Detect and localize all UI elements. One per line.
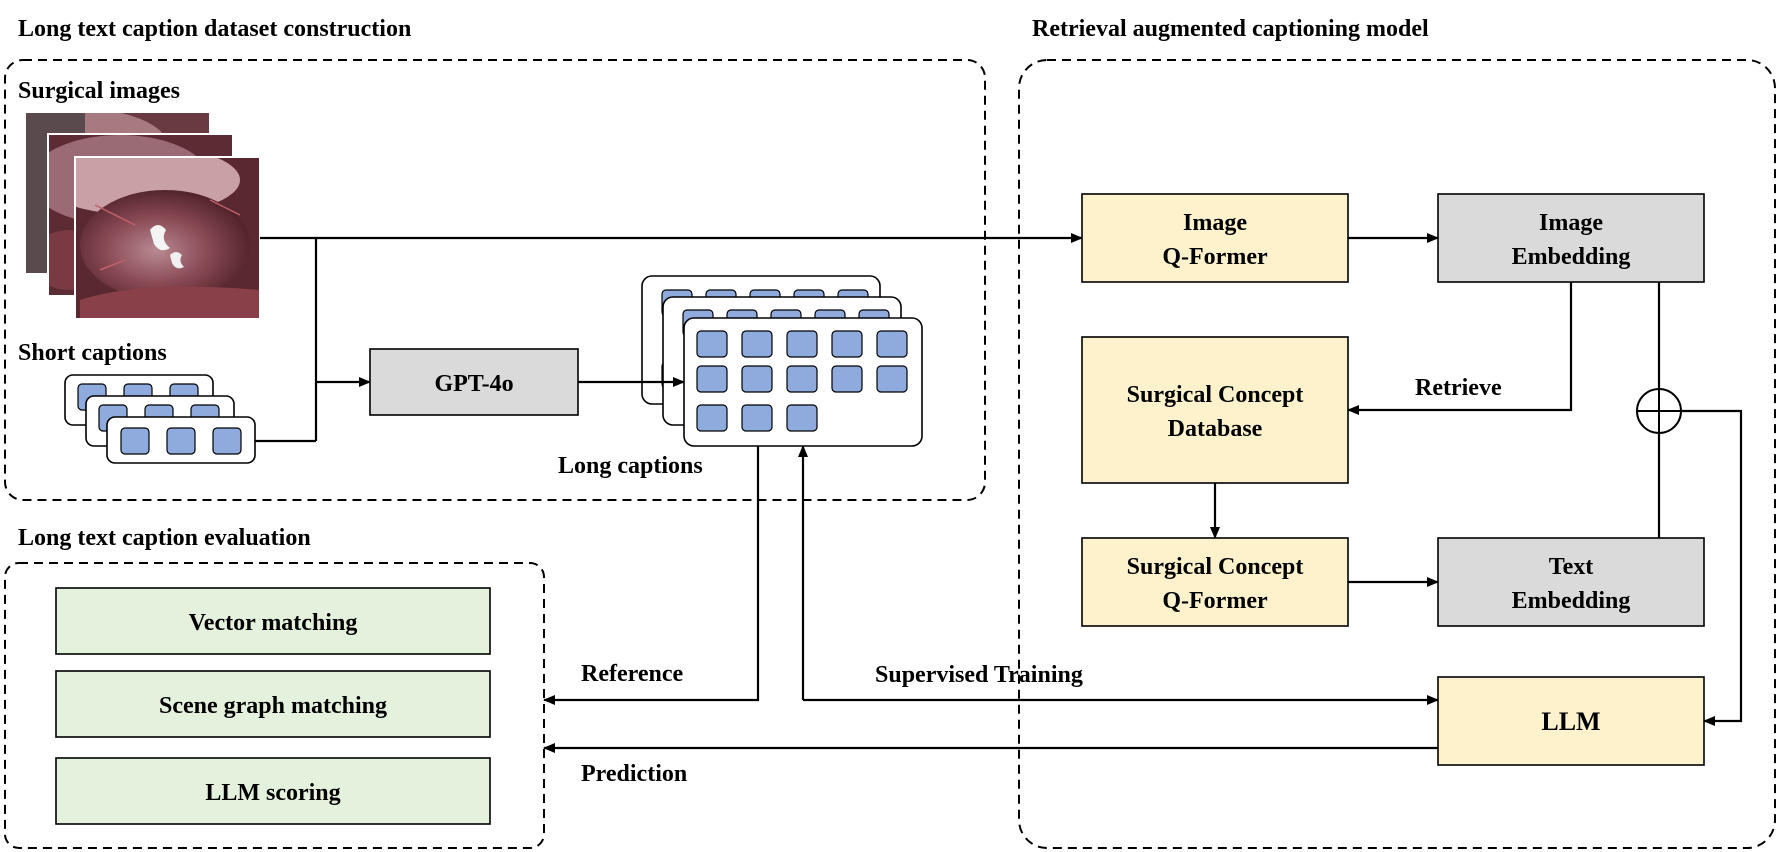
metric-llm-scoring: LLM scoring (205, 780, 340, 806)
concept-database-box (1081, 336, 1349, 484)
concept-qformer-line2: Q-Former (1162, 588, 1268, 614)
image-embedding-line1: Image (1539, 210, 1603, 236)
dataset-construction-title: Long text caption dataset construction (18, 16, 411, 42)
prediction-label: Prediction (581, 761, 687, 787)
metric-vector-matching: Vector matching (189, 610, 358, 636)
sum-node-icon (1636, 388, 1682, 434)
surgical-image-stack (24, 111, 261, 320)
gpt4o-label: GPT-4o (434, 371, 513, 397)
edge-sum-to-llm (1681, 409, 1743, 726)
concept-database-line2: Database (1168, 416, 1263, 442)
retrieve-label: Retrieve (1415, 375, 1502, 401)
metric-vector-matching-box (55, 587, 491, 655)
evaluation-title: Long text caption evaluation (18, 525, 311, 551)
short-captions-label: Short captions (18, 340, 167, 366)
concept-qformer-line1: Surgical Concept (1127, 554, 1304, 580)
metric-llm-scoring-box (55, 757, 491, 825)
captioning-model-title: Retrieval augmented captioning model (1032, 16, 1429, 42)
llm-box (1437, 676, 1705, 766)
image-embedding-line2: Embedding (1512, 244, 1631, 270)
short-caption-stack (64, 374, 256, 464)
image-qformer-line2: Q-Former (1162, 244, 1268, 270)
llm-label: LLM (1541, 707, 1600, 736)
metric-scene-graph-box (55, 670, 491, 738)
surgical-images-label: Surgical images (18, 78, 180, 104)
edge-reference (543, 446, 760, 705)
surgical-image-front (75, 157, 260, 319)
connectors (255, 233, 1743, 753)
metric-scene-graph-matching: Scene graph matching (159, 693, 387, 719)
dataset-construction-frame (4, 59, 986, 501)
supervised-training-label: Supervised Training (875, 662, 1083, 688)
long-caption-stack (641, 275, 923, 447)
text-embedding-box (1437, 537, 1705, 627)
text-embedding-line2: Embedding (1512, 588, 1631, 614)
concept-database-line1: Surgical Concept (1127, 382, 1304, 408)
long-captions-label: Long captions (558, 453, 703, 479)
gpt4o-box (369, 348, 579, 416)
edge-retrieve (1347, 282, 1573, 415)
text-embedding-line1: Text (1549, 554, 1593, 580)
reference-label: Reference (581, 661, 684, 687)
image-embedding-box (1437, 193, 1705, 283)
captioning-model-frame (1018, 59, 1776, 849)
concept-qformer-box (1081, 537, 1349, 627)
evaluation-frame (4, 562, 545, 849)
image-qformer-line1: Image (1183, 210, 1247, 236)
